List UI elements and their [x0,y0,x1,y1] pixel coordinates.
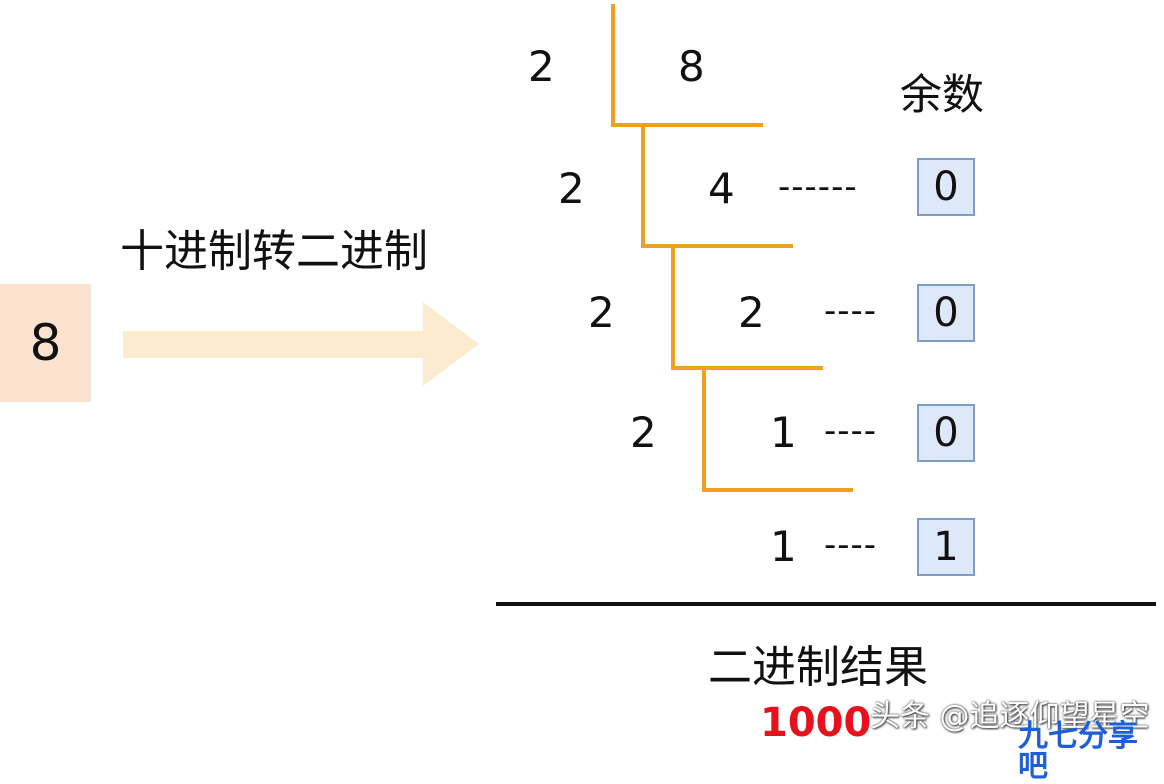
dashes-final: ---- [824,525,878,565]
result-label: 二进制结果 [708,642,928,693]
divisor-step-1: 2 [528,42,555,91]
remainder-value-3: 0 [933,410,959,456]
dashes-step-3: ---- [824,291,878,331]
conversion-title: 十进制转二进制 [120,226,428,277]
quotient-step-1: 8 [678,42,705,91]
input-value: 8 [29,314,62,372]
remainder-box-2: 0 [917,284,975,342]
remainder-box-1: 0 [917,158,975,216]
input-decimal-box: 8 [0,284,91,402]
division-diagram [123,4,853,492]
remainder-value-1: 0 [933,164,959,210]
quotient-step-4: 1 [770,408,797,457]
conversion-arrow [123,302,479,386]
divisor-step-3: 2 [588,288,615,337]
remainder-header: 余数 [900,70,985,119]
binary-result: 1000 [760,700,872,746]
division-bracket-3 [671,246,823,370]
divisor-step-2: 2 [558,164,585,213]
quotient-step-3: 2 [738,288,765,337]
division-bracket-2 [641,125,793,248]
division-bracket-1 [611,4,763,127]
dashes-step-4: ---- [824,411,878,451]
remainder-box-3: 0 [917,404,975,462]
dashes-step-2: ------ [778,167,858,207]
result-divider [496,602,1156,606]
divisor-step-4: 2 [630,408,657,457]
remainder-value-2: 0 [933,290,959,336]
site-watermark: 九七分享吧 [1018,719,1138,784]
final-quotient: 1 [770,522,797,571]
remainder-value-4: 1 [933,524,959,570]
quotient-step-2: 4 [708,164,735,213]
watermark-text: 头条 @追逐仰望星空 [870,699,1150,734]
remainder-box-4: 1 [917,518,975,576]
division-bracket-4 [702,368,853,492]
